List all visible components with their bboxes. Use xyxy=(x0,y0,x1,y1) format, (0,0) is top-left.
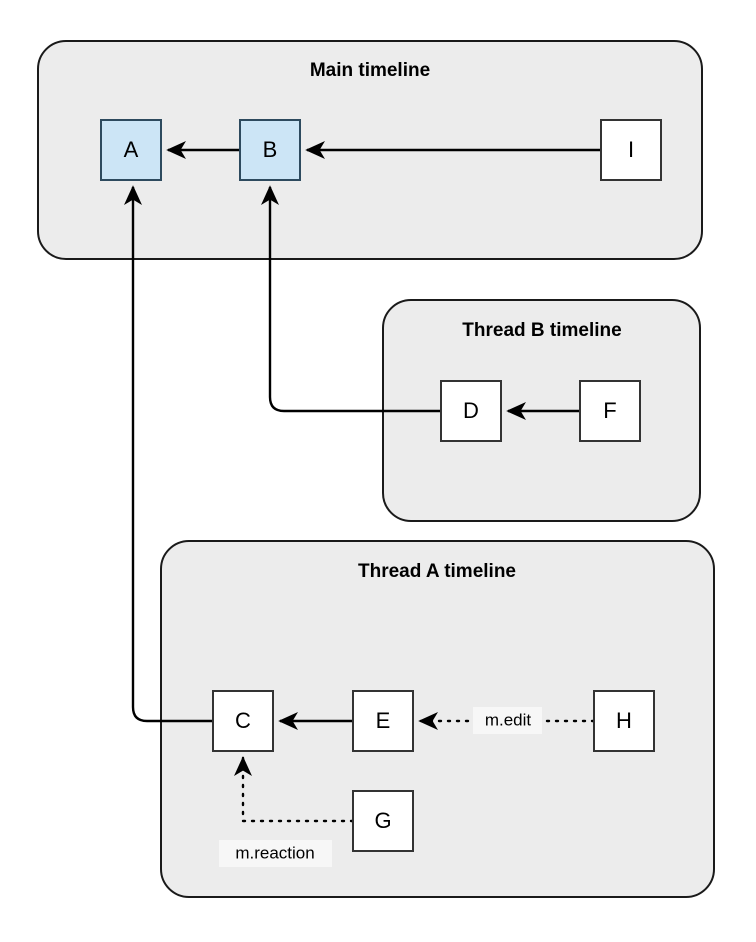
node-A-box xyxy=(100,119,162,181)
container-thread-b-timeline-title: Thread B timeline xyxy=(462,320,621,341)
node-C-box xyxy=(212,690,274,752)
node-D-box xyxy=(440,380,502,442)
node-I-box xyxy=(600,119,662,181)
node-H[interactable]: H xyxy=(593,690,655,752)
edge-c-to-a[interactable] xyxy=(124,185,213,723)
edge-g-to-c[interactable] xyxy=(234,756,355,823)
node-E-label: E xyxy=(376,708,391,733)
node-I[interactable]: I xyxy=(600,119,662,181)
node-A-label: A xyxy=(124,137,139,162)
node-F-label: F xyxy=(603,398,616,423)
edge-label-m-reaction: m.reaction xyxy=(235,843,314,862)
node-G[interactable]: G xyxy=(352,790,414,852)
node-E-box xyxy=(352,690,414,752)
container-thread-a-timeline-title: Thread A timeline xyxy=(358,561,516,582)
node-C-label: C xyxy=(235,708,251,733)
edge-layer xyxy=(124,141,601,823)
edge-label-m-reaction-background xyxy=(219,840,332,867)
node-D[interactable]: D xyxy=(440,380,502,442)
node-C[interactable]: C xyxy=(212,690,274,752)
edge-d-to-b[interactable] xyxy=(261,185,441,413)
node-G-label: G xyxy=(374,808,391,833)
node-F-box xyxy=(579,380,641,442)
node-A[interactable]: A xyxy=(100,119,162,181)
node-B[interactable]: B xyxy=(239,119,301,181)
edge-label-m-edit-background xyxy=(473,707,542,734)
node-E[interactable]: E xyxy=(352,690,414,752)
edge-label-layer: m.edit m.reaction xyxy=(219,707,542,867)
node-F[interactable]: F xyxy=(579,380,641,442)
node-G-box xyxy=(352,790,414,852)
container-main-timeline-title: Main timeline xyxy=(310,60,430,81)
edge-label-m-edit: m.edit xyxy=(485,710,532,729)
node-D-label: D xyxy=(463,398,479,423)
node-B-box xyxy=(239,119,301,181)
node-H-label: H xyxy=(616,708,632,733)
node-H-box xyxy=(593,690,655,752)
node-I-label: I xyxy=(628,137,634,162)
node-B-label: B xyxy=(263,137,278,162)
